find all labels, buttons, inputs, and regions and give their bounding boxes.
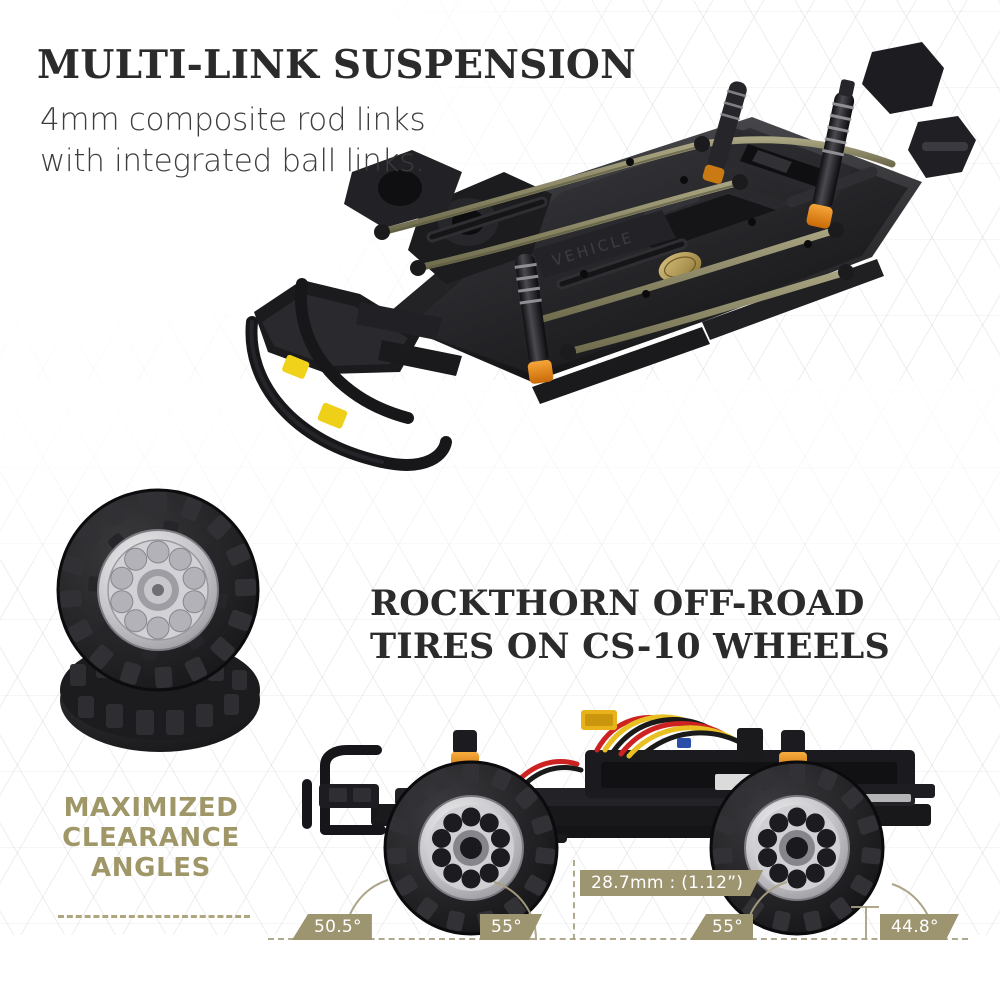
- tires-photo: [52, 482, 267, 757]
- truck-photo: [285, 688, 975, 938]
- page-title-tires: ROCKTHORN OFF-ROAD TIRES ON CS-10 WHEELS: [370, 583, 890, 667]
- measure-tick-right-cap: [851, 906, 879, 908]
- measure-tick-right: [865, 906, 867, 940]
- chassis-photo: VEHICLE: [232, 22, 977, 492]
- ground-reference-line: [268, 938, 968, 940]
- angle-label-breakover-rear: 55°: [690, 914, 754, 940]
- ground-clearance-label: 28.7mm : (1.12”): [580, 870, 763, 896]
- background-fade-bottom: [0, 935, 1000, 1000]
- clearance-divider: [58, 915, 250, 918]
- ground-clearance-measure-line: [573, 860, 575, 940]
- clearance-title: MAXIMIZED CLEARANCE ANGLES: [62, 793, 240, 883]
- angle-label-departure-rear: 44.8°: [880, 914, 959, 940]
- page-title-suspension: MULTI-LINK SUSPENSION: [37, 42, 636, 88]
- suspension-description: 4mm composite rod links with integrated …: [40, 102, 426, 179]
